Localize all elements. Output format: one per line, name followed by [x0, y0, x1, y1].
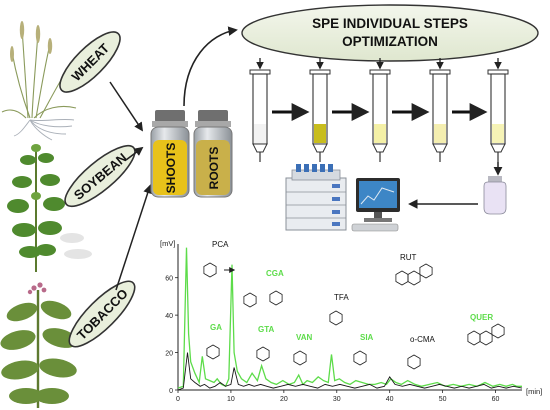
compound-label: GA	[210, 323, 222, 332]
compound-annotation: TFA	[329, 293, 349, 326]
x-tick-label: 30	[333, 396, 341, 403]
y-tick-label: 20	[165, 351, 173, 358]
spe-cartridge	[487, 58, 509, 162]
compound-label: VAN	[296, 333, 313, 342]
arrow-tobacco-to-vials	[115, 184, 153, 291]
eluate-vial	[483, 176, 507, 215]
chromatogram-chart: 0 20 40 60 0 10 20 30 40 50 60 [mV] [min]	[160, 239, 542, 403]
compound-annotation: GTA	[256, 325, 275, 362]
compound-annotation: CGA	[243, 269, 284, 308]
spe-cartridge	[369, 58, 391, 162]
spe-cartridge-row	[249, 58, 509, 176]
compound-annotation: PCA	[203, 240, 229, 278]
soybean-label: SOYBEAN	[64, 144, 136, 208]
plant-to-vial-arrows	[109, 81, 153, 291]
compound-label: CGA	[266, 269, 284, 278]
hplc-instrument-illustration	[285, 164, 347, 231]
compound-annotation: VAN	[293, 333, 313, 366]
spe-cartridge	[309, 58, 331, 162]
compound-label: SIA	[360, 333, 374, 342]
x-tick-label: 0	[176, 396, 180, 403]
compound-label: PCA	[212, 240, 229, 249]
compound-label: RUT	[400, 253, 417, 262]
x-tick-label: 60	[492, 396, 500, 403]
vial-shoots-label: SHOOTS	[164, 143, 178, 194]
computer-illustration	[351, 178, 400, 232]
y-axis-label: [mV]	[160, 239, 175, 248]
x-tick-label: 10	[227, 396, 235, 403]
compound-label: GTA	[258, 325, 275, 334]
spe-title-line2: OPTIMIZATION	[342, 34, 438, 49]
x-axis-label: [min]	[526, 387, 542, 396]
vial-shoots: SHOOTS	[150, 110, 190, 198]
arrow-wheat-to-vials	[109, 81, 143, 132]
compound-label: TFA	[334, 293, 349, 302]
spe-title-line1: SPE INDIVIDUAL STEPS	[312, 16, 468, 31]
spe-cartridge	[429, 58, 451, 162]
compound-annotation: GA	[206, 323, 222, 360]
vial-roots-label: ROOTS	[207, 147, 221, 190]
compound-label: o-CMA	[410, 335, 436, 344]
vial-roots: ROOTS	[193, 110, 233, 198]
tobacco-label: TOBACCO	[68, 280, 136, 348]
compound-annotations: PCA CGA GA GTA VAN TFA SIA RUT o-CMA QUER	[203, 240, 505, 370]
x-tick-label: 40	[386, 396, 394, 403]
soybean-plant-illustration	[7, 144, 92, 272]
spe-cartridge	[249, 58, 271, 162]
compound-label: QUER	[470, 313, 493, 322]
roots-trace	[177, 352, 523, 391]
tobacco-plant-illustration	[0, 282, 78, 408]
spe-title-box: SPE INDIVIDUAL STEPS OPTIMIZATION	[241, 4, 539, 62]
y-tick-label: 60	[165, 276, 173, 283]
arrow-soybean-to-vials	[125, 146, 144, 161]
x-tick-label: 50	[439, 396, 447, 403]
y-tick-label: 0	[169, 388, 173, 395]
y-tick-label: 40	[165, 313, 173, 320]
compound-annotation: RUT	[395, 253, 433, 286]
plant-labels: WHEAT SOYBEAN TOBACCO	[59, 31, 136, 348]
wheat-plant-illustration	[1, 21, 77, 141]
compound-annotation: SIA	[353, 333, 374, 366]
wheat-label: WHEAT	[59, 31, 121, 93]
compound-annotation: o-CMA	[407, 335, 436, 370]
compound-annotation: QUER	[467, 313, 505, 346]
x-tick-label: 20	[280, 396, 288, 403]
arrow-vials-to-spe	[183, 26, 238, 107]
